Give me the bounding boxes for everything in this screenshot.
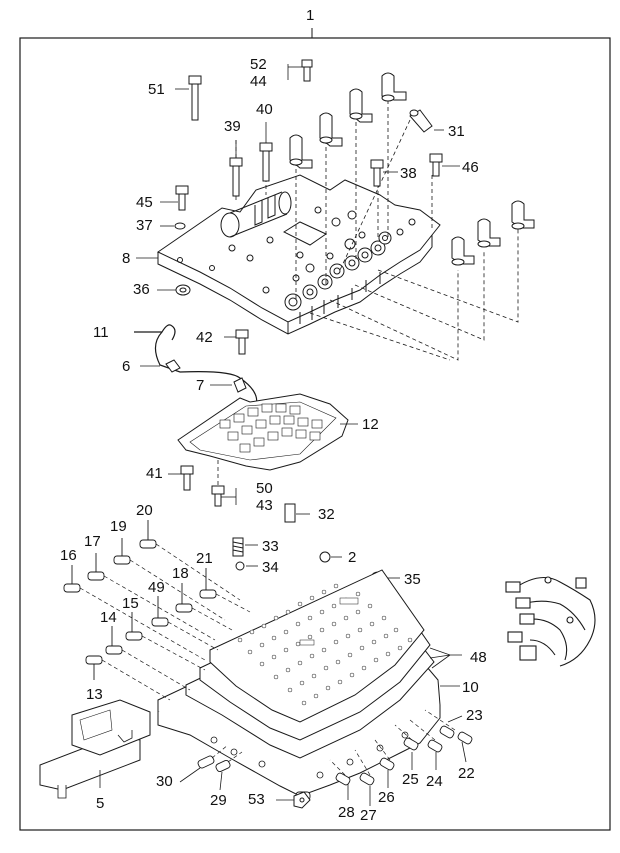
label-49: 49 bbox=[148, 579, 165, 596]
label-52: 52 bbox=[250, 56, 267, 73]
label-19: 19 bbox=[110, 518, 127, 535]
label-41: 41 bbox=[146, 465, 163, 482]
label-43: 43 bbox=[256, 497, 273, 514]
clip-53 bbox=[293, 791, 311, 809]
label-18: 18 bbox=[172, 565, 189, 582]
wire-harness-right bbox=[505, 576, 596, 667]
label-21: 21 bbox=[196, 550, 213, 567]
label-22: 22 bbox=[458, 765, 475, 782]
label-33: 33 bbox=[262, 538, 279, 555]
label-25: 25 bbox=[402, 771, 419, 788]
label-42: 42 bbox=[196, 329, 213, 346]
label-5: 5 bbox=[96, 795, 105, 812]
bottom-pin-dashes bbox=[211, 709, 456, 776]
separator-plate-12 bbox=[177, 393, 358, 471]
label-39: 39 bbox=[224, 118, 241, 135]
label-30: 30 bbox=[156, 773, 173, 790]
label-1: 1 bbox=[306, 7, 315, 24]
label-34: 34 bbox=[262, 559, 279, 576]
label-29: 29 bbox=[210, 792, 227, 809]
label-11: 11 bbox=[93, 324, 109, 341]
label-2: 2 bbox=[348, 549, 357, 566]
label-48: 48 bbox=[470, 649, 487, 666]
label-20: 20 bbox=[136, 502, 153, 519]
label-14: 14 bbox=[100, 609, 117, 626]
label-50: 50 bbox=[256, 480, 273, 497]
solenoid-group-upper bbox=[289, 72, 407, 169]
label-16: 16 bbox=[60, 547, 77, 564]
label-12: 12 bbox=[362, 416, 379, 433]
label-26: 26 bbox=[378, 789, 395, 806]
label-51: 51 bbox=[148, 81, 165, 98]
label-37: 37 bbox=[136, 217, 153, 234]
label-38: 38 bbox=[400, 165, 417, 182]
label-7: 7 bbox=[196, 377, 205, 394]
label-6: 6 bbox=[122, 358, 131, 375]
label-27: 27 bbox=[360, 807, 377, 824]
label-24: 24 bbox=[426, 773, 443, 790]
bracket-5 bbox=[39, 699, 151, 799]
label-46: 46 bbox=[462, 159, 479, 176]
label-40: 40 bbox=[256, 101, 273, 118]
outer-frame bbox=[19, 37, 611, 831]
label-44: 44 bbox=[250, 73, 267, 90]
lower-valve-body bbox=[157, 569, 462, 797]
label-13: 13 bbox=[86, 686, 103, 703]
label-28: 28 bbox=[338, 804, 355, 821]
label-23: 23 bbox=[466, 707, 483, 724]
label-53: 53 bbox=[248, 791, 265, 808]
label-15: 15 bbox=[122, 595, 139, 612]
label-32: 32 bbox=[318, 506, 335, 523]
label-17: 17 bbox=[84, 533, 101, 550]
wire-harness-11 bbox=[134, 324, 258, 421]
label-31: 31 bbox=[448, 123, 465, 140]
pin-dashes bbox=[79, 543, 251, 701]
part-31 bbox=[409, 109, 444, 133]
solenoid-group-right bbox=[451, 200, 535, 266]
label-8: 8 bbox=[122, 250, 131, 267]
label-35: 35 bbox=[404, 571, 421, 588]
label-45: 45 bbox=[136, 194, 153, 211]
bottom-leaders bbox=[179, 715, 467, 806]
leaders-upper bbox=[136, 64, 398, 338]
upper-valve-body bbox=[157, 174, 441, 335]
label-10: 10 bbox=[462, 679, 479, 696]
label-36: 36 bbox=[133, 281, 150, 298]
